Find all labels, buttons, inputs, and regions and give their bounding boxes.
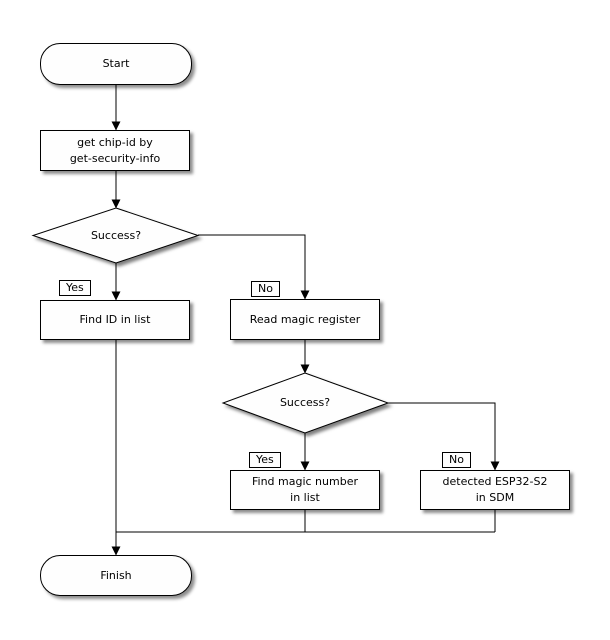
decision1-yes-label: Yes [59,280,91,296]
edge-decision2-no-to-detected [388,402,500,471]
finish-node: Finish [40,555,192,596]
decision2-no-label: No [442,452,471,468]
decision2-diamond [221,372,390,434]
decision1-label: Success? [90,229,142,242]
decision1-diamond [31,207,200,264]
find-id-node: Find ID in list [40,300,190,340]
edge-decision1-no-to-readmagic [198,234,310,300]
decision2-yes-label: Yes [249,452,281,468]
read-magic-node: Read magic register [230,299,380,340]
detected-sdm-node: detected ESP32-S2 in SDM [420,470,570,510]
decision1-no-label: No [251,281,280,297]
decision2-label: Success? [279,396,331,409]
get-chip-id-node: get chip-id by get-security-info [40,130,190,171]
start-node: Start [40,43,192,85]
find-magic-node: Find magic number in list [230,470,380,510]
